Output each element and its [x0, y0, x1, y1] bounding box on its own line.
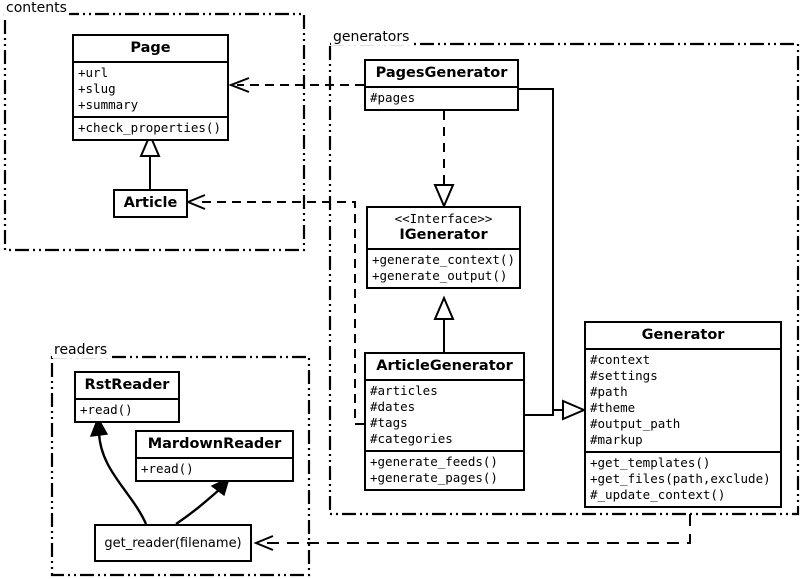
class-box-igenerator[interactable]: <<Interface>> IGenerator +generate_conte… [366, 206, 521, 289]
method-row: +generate_context() [372, 252, 515, 267]
method-row: +get_templates() [590, 455, 711, 470]
method-row: #_update_context() [590, 487, 726, 502]
attribute-row: #context [590, 352, 651, 367]
class-attributes-articlegenerator: #articles #dates #tags #categories [366, 379, 523, 450]
class-methods-generator: +get_templates() +get_files(path,exclude… [586, 451, 780, 506]
connector-pagesgenerator-realizes-igenerator [433, 111, 455, 209]
attribute-row: +url [78, 65, 109, 80]
connector-generator-depends-getreader [253, 514, 691, 551]
package-label-readers: readers [52, 342, 110, 358]
class-name-igenerator: IGenerator [399, 227, 488, 243]
class-name-mardownreader: MardownReader [147, 436, 282, 452]
package-label-contents: contents [4, 0, 69, 16]
class-box-pagesgenerator[interactable]: PagesGenerator #pages [364, 59, 519, 111]
package-border-readers [50, 355, 311, 577]
connector-pagesgenerator-depends-page [228, 77, 364, 93]
class-box-articlegenerator[interactable]: ArticleGenerator #articles #dates #tags … [364, 352, 525, 491]
connector-article-inherits-page [139, 132, 161, 189]
class-methods-page: +check_properties() [74, 116, 227, 139]
attribute-row: #pages [370, 90, 416, 105]
method-row: +get_files(path,exclude) [590, 471, 771, 486]
attribute-row: #markup [590, 432, 643, 447]
class-methods-rstreader: +read() [76, 398, 178, 421]
method-row: +read() [141, 461, 194, 476]
connector-articlegenerator-inherits-generator [525, 399, 587, 421]
attribute-row: +slug [78, 81, 116, 96]
connector-articlegenerator-depends-article [185, 194, 364, 425]
class-name-rstreader: RstReader [84, 377, 170, 393]
class-methods-mardownreader: +read() [137, 457, 292, 480]
class-attributes-generator: #context #settings #path #theme #output_… [586, 348, 780, 451]
class-box-generator[interactable]: Generator #context #settings #path #them… [584, 321, 782, 508]
connector-getreader-creates-mardownreader [175, 476, 231, 525]
attribute-row: #theme [590, 400, 636, 415]
attribute-row: #output_path [590, 416, 681, 431]
class-attributes-pagesgenerator: #pages [366, 86, 517, 109]
class-methods-igenerator: +generate_context() +generate_output() [368, 248, 519, 287]
class-box-page[interactable]: Page +url +slug +summary +check_properti… [72, 34, 229, 141]
class-attributes-page: +url +slug +summary [74, 61, 227, 116]
class-box-article[interactable]: Article [113, 189, 188, 218]
attribute-row: +summary [78, 97, 139, 112]
package-border-contents [3, 12, 306, 252]
attribute-row: #categories [370, 431, 453, 446]
class-name-generator: Generator [641, 327, 725, 343]
class-name-page: Page [130, 40, 171, 56]
package-border-generators [328, 42, 800, 516]
attribute-row: #articles [370, 383, 438, 398]
method-row: +read() [80, 402, 133, 417]
attribute-row: #path [590, 384, 628, 399]
method-row: +generate_feeds() [370, 454, 498, 469]
method-row: +check_properties() [78, 120, 221, 135]
attribute-row: #settings [590, 368, 658, 383]
function-box-get-reader[interactable]: get_reader(filename) [94, 524, 252, 562]
class-name-article: Article [123, 195, 178, 211]
class-box-mardownreader[interactable]: MardownReader +read() [135, 430, 294, 482]
method-row: +generate_pages() [370, 470, 498, 485]
attribute-row: #tags [370, 415, 408, 430]
class-methods-articlegenerator: +generate_feeds() +generate_pages() [366, 450, 523, 489]
package-label-generators: generators [331, 29, 412, 45]
class-name-pagesgenerator: PagesGenerator [375, 65, 508, 81]
class-box-rstreader[interactable]: RstReader +read() [74, 371, 180, 423]
connector-getreader-creates-rstreader [89, 416, 148, 525]
class-stereotype-igenerator: <<Interface>> [394, 211, 493, 226]
class-name-articlegenerator: ArticleGenerator [376, 358, 513, 374]
function-label-get-reader: get_reader(filename) [104, 535, 242, 551]
attribute-row: #dates [370, 399, 416, 414]
connector-articlegenerator-inherits-igenerator [433, 295, 455, 352]
connector-pagesgenerator-inherits-generator [519, 88, 563, 411]
method-row: +generate_output() [372, 268, 508, 283]
